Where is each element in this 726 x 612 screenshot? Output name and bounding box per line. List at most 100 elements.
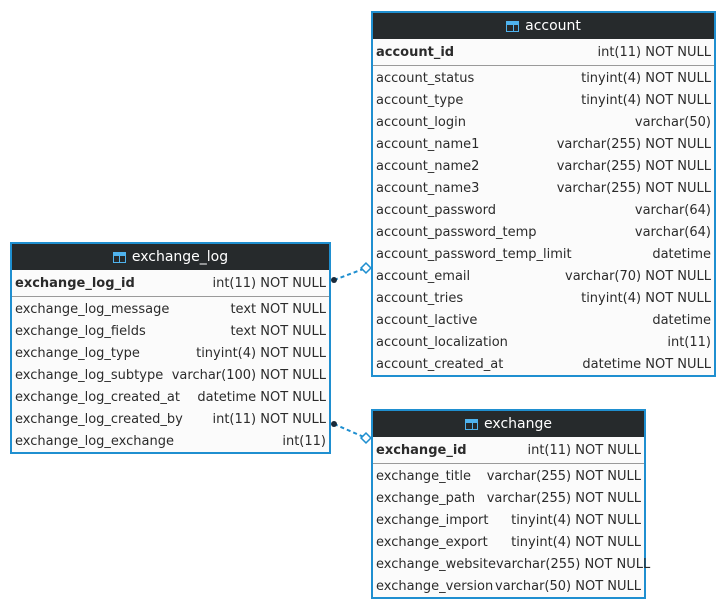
column-name: account_status (376, 70, 475, 86)
column-type: int(11) NOT NULL (597, 44, 711, 60)
column-type: text NOT NULL (230, 323, 326, 339)
column-type: int(11) NOT NULL (527, 442, 641, 458)
entity-header[interactable]: exchange_log (12, 244, 329, 270)
column-name: account_id (376, 44, 455, 60)
column-row[interactable]: exchange_log_created_by int(11) NOT NULL (12, 408, 329, 430)
column-row[interactable]: account_password_temp_limit datetime (373, 243, 714, 265)
relation-target-diamond (359, 431, 373, 445)
column-row[interactable]: account_lactive datetime (373, 309, 714, 331)
table-icon (112, 251, 126, 263)
column-type: datetime NOT NULL (197, 389, 326, 405)
column-row[interactable]: exchange_log_created_at datetime NOT NULL (12, 386, 329, 408)
column-type: tinyint(4) NOT NULL (581, 70, 711, 86)
column-type: varchar(50) (634, 114, 711, 130)
column-type: datetime NOT NULL (582, 356, 711, 372)
column-name: account_name3 (376, 180, 480, 196)
column-name: exchange_log_message (15, 301, 170, 317)
column-name: exchange_log_type (15, 345, 140, 361)
relation-source-dot (331, 421, 337, 427)
column-row[interactable]: exchange_log_exchange int(11) (12, 430, 329, 452)
column-row[interactable]: account_status tinyint(4) NOT NULL (373, 67, 714, 89)
column-name: exchange_path (376, 490, 476, 506)
column-type: int(11) (282, 433, 326, 449)
column-type: varchar(255) NOT NULL (556, 136, 711, 152)
column-row[interactable]: exchange_log_type tinyint(4) NOT NULL (12, 342, 329, 364)
column-name: account_email (376, 268, 471, 284)
column-name: account_lactive (376, 312, 478, 328)
column-name: account_password (376, 202, 497, 218)
column-row[interactable]: account_type tinyint(4) NOT NULL (373, 89, 714, 111)
column-name: account_type (376, 92, 464, 108)
column-name: exchange_import (376, 512, 489, 528)
column-type: varchar(100) NOT NULL (171, 367, 326, 383)
column-type: tinyint(4) NOT NULL (196, 345, 326, 361)
column-row[interactable]: exchange_import tinyint(4) NOT NULL (373, 509, 644, 531)
column-type: datetime (652, 312, 711, 328)
table-icon (465, 418, 479, 430)
column-type: int(11) NOT NULL (212, 411, 326, 427)
column-type: varchar(64) (634, 224, 711, 240)
column-name: account_name2 (376, 158, 480, 174)
column-type: varchar(255) NOT NULL (486, 468, 641, 484)
column-type: datetime (652, 246, 711, 262)
column-name: exchange_website (376, 556, 496, 572)
column-name: account_password_temp_limit (376, 246, 572, 262)
entity-header[interactable]: account (373, 13, 714, 39)
column-row[interactable]: exchange_path varchar(255) NOT NULL (373, 487, 644, 509)
relation-line[interactable] (333, 423, 367, 439)
entity-title: exchange (484, 416, 552, 432)
column-row[interactable]: account_name3 varchar(255) NOT NULL (373, 177, 714, 199)
column-name: account_tries (376, 290, 464, 306)
column-name: exchange_log_created_at (15, 389, 180, 405)
column-row[interactable]: account_name1 varchar(255) NOT NULL (373, 133, 714, 155)
relation-target-diamond (359, 261, 373, 275)
entity-title: exchange_log (131, 249, 229, 265)
table-icon (506, 20, 520, 32)
column-type: int(11) NOT NULL (212, 275, 326, 291)
column-name: exchange_log_subtype (15, 367, 164, 383)
column-type: varchar(255) NOT NULL (556, 180, 711, 196)
column-row[interactable]: exchange_log_subtype varchar(100) NOT NUL… (12, 364, 329, 386)
column-type: tinyint(4) NOT NULL (511, 534, 641, 550)
column-type: varchar(255) NOT NULL (556, 158, 711, 174)
column-type: varchar(255) NOT NULL (486, 490, 641, 506)
column-type: tinyint(4) NOT NULL (581, 290, 711, 306)
column-name: exchange_title (376, 468, 471, 484)
column-row[interactable]: account_password varchar(64) (373, 199, 714, 221)
primary-key-row[interactable]: account_id int(11) NOT NULL (373, 39, 714, 66)
column-type: varchar(64) (634, 202, 711, 218)
entity-title: account (525, 18, 581, 34)
column-name: exchange_log_exchange (15, 433, 174, 449)
column-type: varchar(255) NOT NULL (495, 556, 651, 572)
column-row[interactable]: account_tries tinyint(4) NOT NULL (373, 287, 714, 309)
entity-header[interactable]: exchange (373, 411, 644, 437)
relation-line[interactable] (333, 267, 367, 281)
column-row[interactable]: account_name2 varchar(255) NOT NULL (373, 155, 714, 177)
column-name: account_name1 (376, 136, 480, 152)
column-name: exchange_log_created_by (15, 411, 183, 427)
column-type: tinyint(4) NOT NULL (581, 92, 711, 108)
relation-source-dot (331, 277, 337, 283)
column-type: tinyint(4) NOT NULL (511, 512, 641, 528)
column-name: exchange_version (376, 578, 494, 594)
column-row[interactable]: exchange_title varchar(255) NOT NULL (373, 465, 644, 487)
